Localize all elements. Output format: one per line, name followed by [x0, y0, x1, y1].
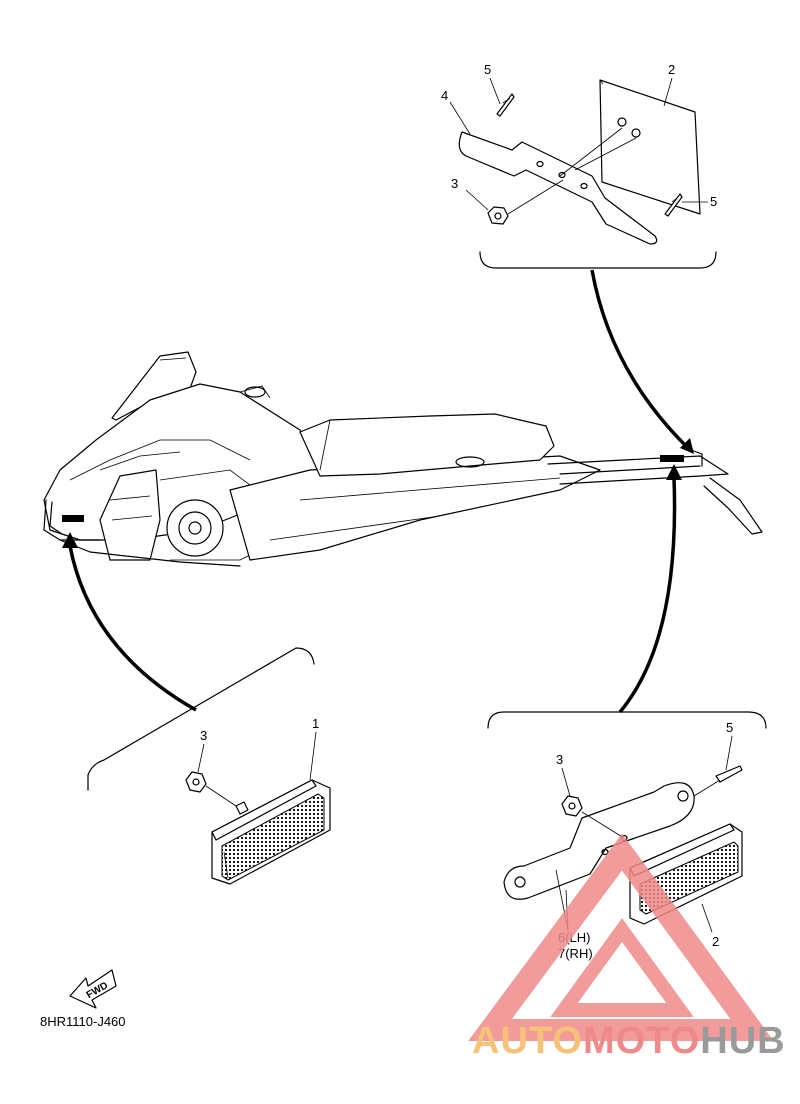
arrowhead-icon	[666, 464, 682, 480]
rear-reflector-mark	[660, 455, 684, 462]
rear-bracket-top	[458, 131, 658, 245]
nut-top	[487, 206, 509, 225]
diagram-code: 8HR1110-J460	[40, 1014, 126, 1029]
top-detail-group: 5 4 3 2 5	[441, 62, 717, 269]
bracket-hole	[580, 182, 588, 190]
callout-5: 5	[710, 194, 717, 209]
callout-1: 1	[312, 716, 319, 731]
rivet-top-a	[496, 93, 515, 117]
rear-rivet	[715, 765, 743, 783]
pointer-arrow-front	[68, 545, 197, 712]
callout-4: 4	[441, 88, 448, 103]
callout-5: 5	[484, 62, 491, 77]
callout-2: 2	[668, 62, 675, 77]
snowmobile-illustration	[43, 351, 763, 567]
arrowhead-icon	[62, 532, 78, 548]
rear-detail-group: 3 5 6(LH) 7(RH) 2	[487, 711, 767, 961]
callout-7-rh: 7(RH)	[558, 946, 593, 961]
reflector-stud	[617, 117, 627, 127]
pointer-arrow-rear-top	[590, 269, 688, 448]
front-nut	[185, 771, 207, 793]
callout-3: 3	[200, 728, 207, 743]
rear-nut	[561, 795, 583, 817]
callout-3: 3	[556, 752, 563, 767]
callout-3: 3	[451, 176, 458, 191]
callout-2: 2	[712, 934, 719, 949]
fwd-label: FWD	[85, 980, 110, 1001]
bracket-hole	[558, 171, 566, 179]
reflector-stud	[631, 128, 641, 138]
detail-frame-rear	[487, 711, 767, 729]
detail-frame-front	[87, 647, 315, 791]
detail-frame-top	[479, 251, 717, 269]
watermark-text: AUTOMOTOHUB	[472, 1020, 786, 1062]
pointer-arrow-rear-bottom	[618, 477, 677, 714]
fwd-arrow: FWD	[69, 969, 117, 1009]
front-detail-group: 3 1	[87, 647, 331, 885]
callout-5: 5	[726, 720, 733, 735]
front-reflector-mark	[62, 515, 84, 522]
bracket-hole	[536, 160, 544, 168]
watermark-logo-icon	[468, 833, 774, 1041]
reflector-plate-top	[599, 79, 701, 215]
rivet-top-b	[664, 193, 683, 217]
